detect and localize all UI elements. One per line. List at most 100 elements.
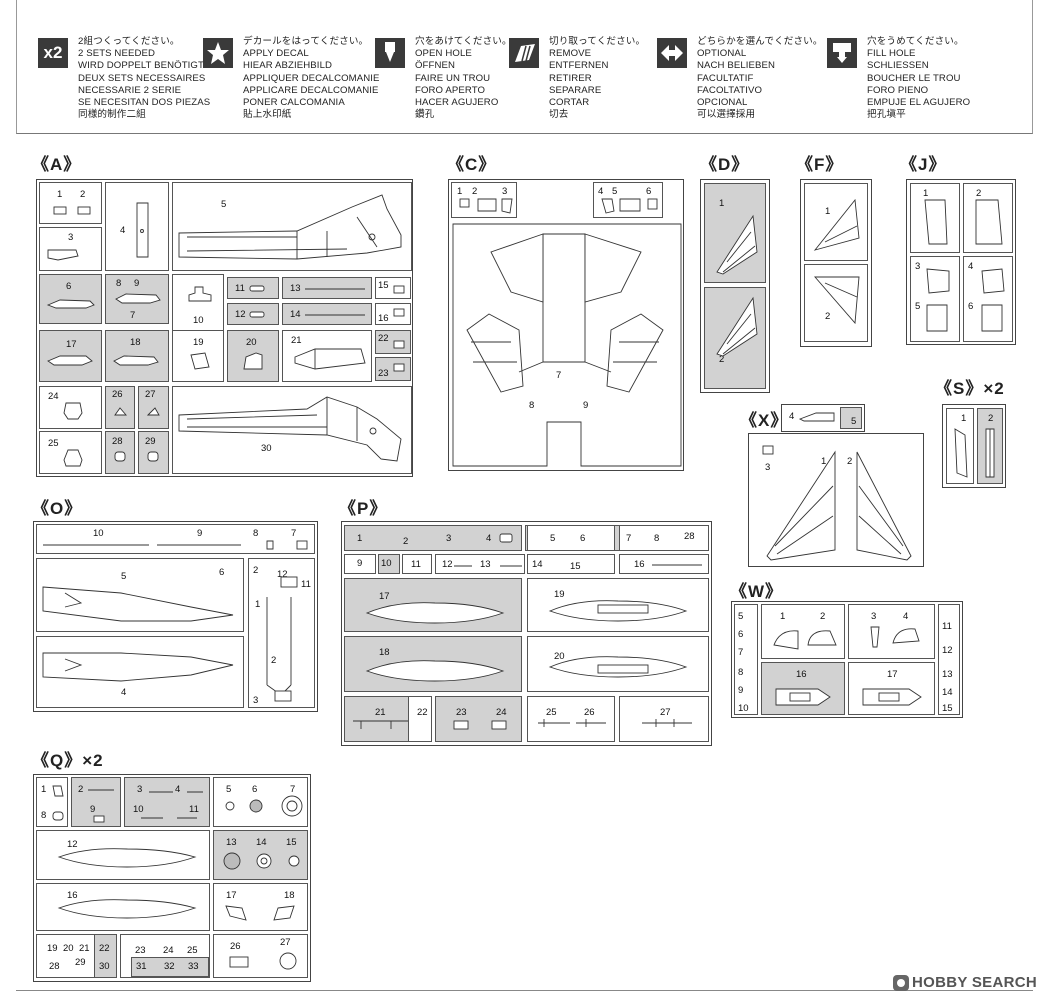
- part-number: 7: [738, 647, 744, 658]
- sprue-a-cell-7-8-9: 8 9 7: [105, 274, 169, 324]
- sprue-q-frame: 1 8 2 9 3 4 10 11 5 6 7 12 13 14 15 16 1…: [33, 774, 311, 982]
- part-shape: [601, 198, 658, 214]
- sprue-a-cell-21: 21: [282, 330, 372, 382]
- part-number: 30: [99, 961, 110, 972]
- part-number: 5: [738, 611, 744, 622]
- sprue-c-cell-4-5-6: 4 5 6: [593, 182, 663, 218]
- sprue-w-cell-5-10: 5 6 7 8 9 10: [734, 604, 758, 715]
- part-number: 2: [988, 413, 994, 424]
- part-number: 1: [457, 186, 463, 197]
- fuselage-lower-part: [42, 586, 234, 622]
- part-number: 3: [871, 611, 877, 622]
- sprue-a-cell-27: 27: [138, 386, 169, 429]
- part-number: 17: [887, 669, 898, 680]
- sprue-o-cell-5: 5 6: [36, 558, 244, 632]
- part-number: 9: [357, 558, 363, 569]
- part-number: 13: [942, 669, 953, 680]
- part-number: 16: [634, 559, 645, 570]
- part-number: 18: [284, 890, 295, 901]
- part-number: 12: [277, 569, 288, 580]
- part-number: 27: [145, 389, 156, 400]
- part-number: 8: [41, 810, 47, 821]
- sprue-o-frame: 10 9 8 7 5 6 4 2 12 11 1 2 3: [33, 521, 318, 712]
- sprue-a-cell-17: 17: [39, 330, 102, 382]
- sprue-q-cell-31-33: 31 32 33: [131, 957, 209, 977]
- part-number: 17: [66, 339, 77, 350]
- part-number: 1: [825, 206, 831, 217]
- part-number: 12: [67, 839, 78, 850]
- sprue-a-cell-3: 3: [39, 227, 102, 271]
- part-number: 7: [556, 370, 562, 381]
- part-number: 17: [226, 890, 237, 901]
- sprue-p-cell-23-24: 23 24: [435, 696, 522, 742]
- sprue-q-cell-16: 16: [36, 883, 210, 931]
- sprue-q-title: 《Q》×2: [32, 751, 104, 770]
- part-shape: [393, 340, 405, 349]
- sprue-o-cell-1-2-3: 2 12 11 1 2 3: [248, 558, 315, 708]
- part-shape: [926, 268, 950, 332]
- part-number: 1: [719, 198, 725, 209]
- sprue-s-cell-1: 1: [946, 408, 974, 484]
- sprue-p-cell-7-8-28: 7 8 28: [619, 525, 709, 551]
- part-shape: [862, 688, 922, 706]
- sprue-s-frame: 1 2: [942, 404, 1006, 488]
- sprue-a-frame: 1 2 3 4 5 6 8 9 7 10 11 12: [36, 179, 413, 477]
- part-number: 28: [112, 436, 123, 447]
- part-shape: [762, 445, 774, 455]
- fuselage-half-part: [178, 396, 402, 462]
- part-number: 23: [135, 945, 146, 956]
- part-shape: [393, 308, 405, 317]
- fuel-tank-part: [57, 848, 197, 868]
- part-shape: [294, 348, 366, 370]
- sprue-a-cell-5: 5: [172, 182, 412, 271]
- part-number: 20: [63, 943, 74, 954]
- sprue-w-cell-1-2: 1 2: [761, 604, 845, 659]
- sprue-a-cell-15: 15: [375, 277, 411, 299]
- hobby-search-logo-icon: [892, 974, 909, 991]
- sprue-w-cell-11-15: 11 12 13 14 15: [938, 604, 960, 715]
- sprue-p-frame: 1 2 3 4 5 6 7 8 28 9 10 11 12 13 14 15 1…: [341, 521, 712, 746]
- sprue-a-cell-29: 29: [138, 431, 169, 474]
- part-shape: [136, 202, 149, 258]
- part-shape: [243, 352, 263, 370]
- sprue-d-cell-1: 1: [704, 183, 766, 283]
- part-number: 1: [961, 413, 967, 424]
- part-number: 8: [654, 533, 660, 544]
- part-number: 6: [738, 629, 744, 640]
- part-number: 5: [550, 533, 556, 544]
- sprue-j-cell-3-5: 3 5: [910, 256, 960, 342]
- part-number: 9: [738, 685, 744, 696]
- sprue-o-title: 《O》: [32, 499, 83, 518]
- part-number: 8: [116, 278, 122, 289]
- sprue-a-cell-18: 18: [105, 330, 169, 382]
- sprue-p-cell-22: 22: [408, 696, 432, 742]
- part-number: 2: [820, 611, 826, 622]
- part-shape: [499, 533, 513, 543]
- wing-parts-x: [766, 450, 912, 561]
- times-two-icon: x2: [38, 38, 68, 68]
- part-number: 19: [47, 943, 58, 954]
- part-number: 3: [137, 784, 143, 795]
- sprue-a-cell-4: 4: [105, 182, 169, 271]
- part-number: 10: [381, 558, 392, 569]
- sprue-x-title: 《X》: [740, 411, 789, 430]
- part-shape: [188, 286, 212, 302]
- part-shape: [88, 789, 114, 823]
- part-number: 4: [968, 261, 974, 272]
- part-shape: [716, 214, 758, 275]
- sprue-p-cell-16: 16: [619, 554, 709, 574]
- part-shape: [63, 449, 83, 467]
- part-shape: [113, 355, 159, 366]
- sprue-a-cell-23: 23: [375, 357, 411, 381]
- part-shape: [190, 352, 210, 370]
- part-number: 1: [57, 189, 63, 200]
- sprue-f-frame: 1 2: [800, 179, 872, 347]
- sprue-f-cell-1: 1: [804, 183, 868, 261]
- part-number: 23: [456, 707, 467, 718]
- sprue-p-title: 《P》: [339, 499, 388, 518]
- part-number: 11: [411, 559, 421, 570]
- part-number: 17: [379, 591, 390, 602]
- part-number: 2: [825, 311, 831, 322]
- part-shape: [114, 407, 127, 416]
- canopy-parts: [870, 626, 920, 648]
